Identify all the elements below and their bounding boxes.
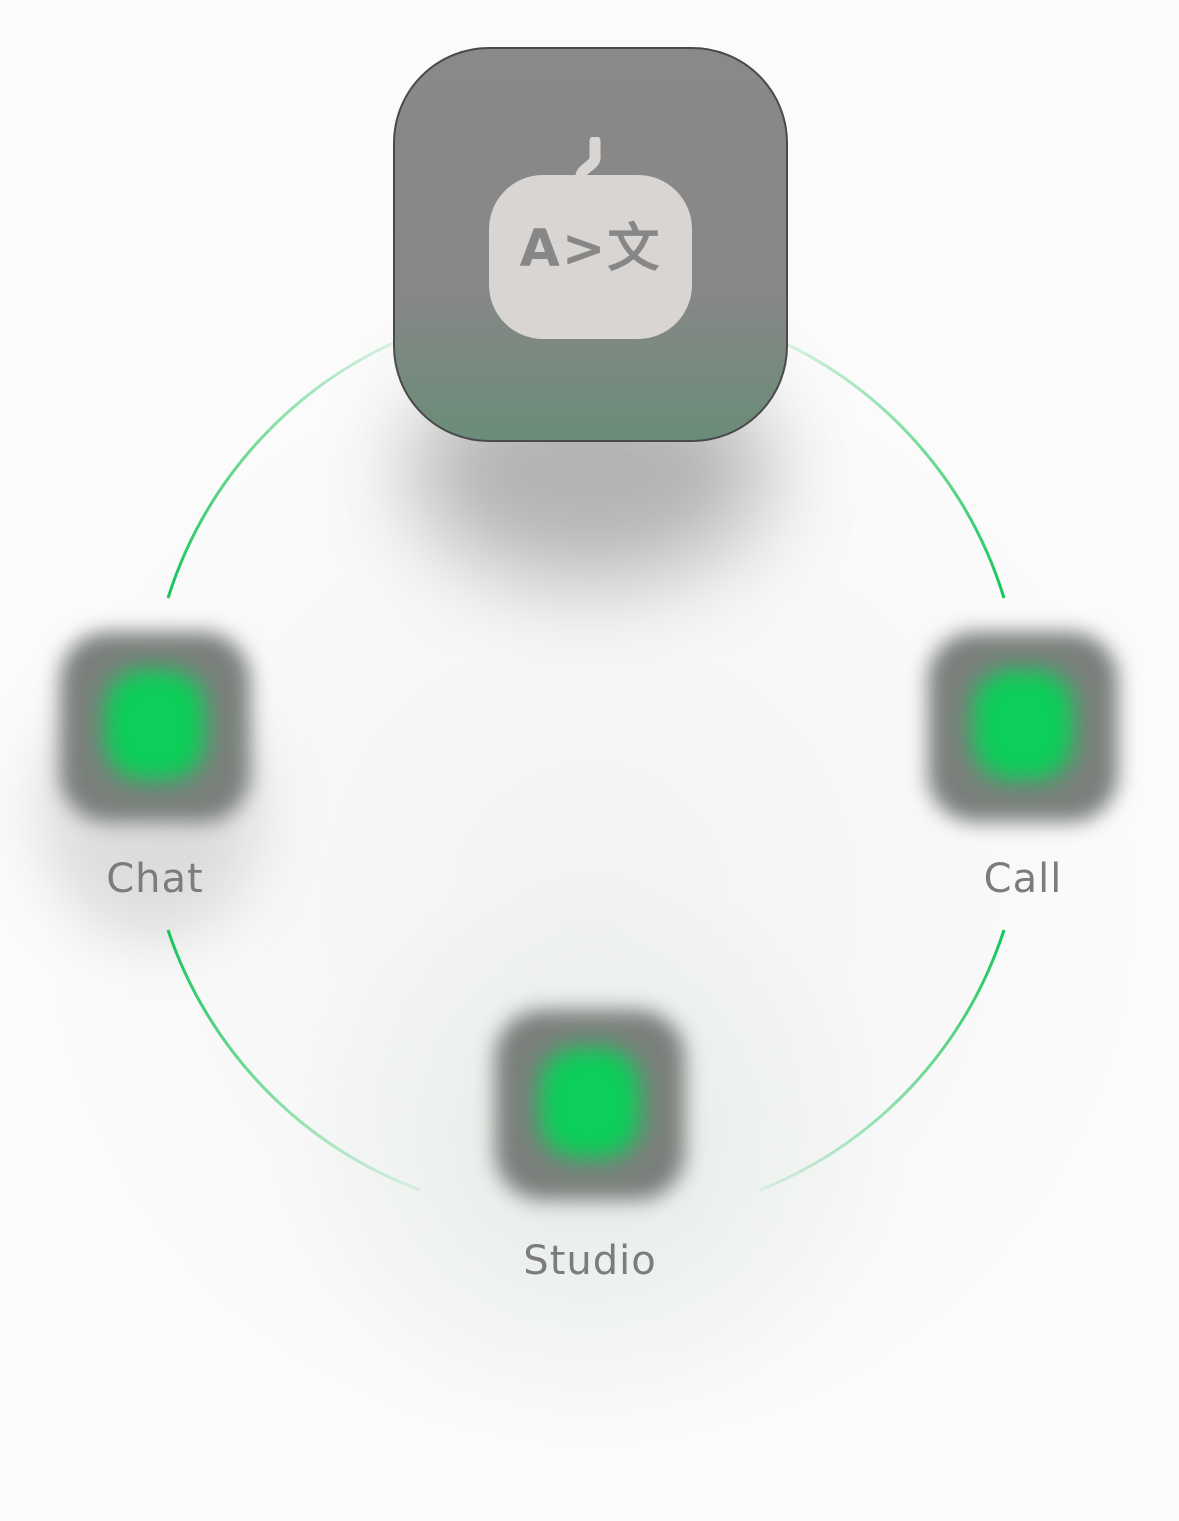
chat-label: Chat <box>106 856 204 902</box>
chat-button[interactable] <box>60 632 250 822</box>
studio-button[interactable] <box>495 1010 685 1200</box>
chat-icon <box>105 670 205 780</box>
translate-glyph: A>文 <box>519 219 662 279</box>
call-button[interactable] <box>928 632 1118 822</box>
ring-arc-top-left <box>166 338 401 599</box>
ring-arc-top-right <box>777 338 1006 599</box>
ring-arc-bottom-right <box>759 929 1006 1192</box>
translate-app-button[interactable]: A>文 <box>393 47 788 442</box>
ring-arc-bottom-left <box>166 929 421 1192</box>
studio-label: Studio <box>523 1238 657 1284</box>
call-label: Call <box>983 856 1063 902</box>
phone-icon <box>973 670 1073 780</box>
translate-bot-icon: A>文 <box>489 175 692 339</box>
studio-icon <box>540 1048 640 1158</box>
